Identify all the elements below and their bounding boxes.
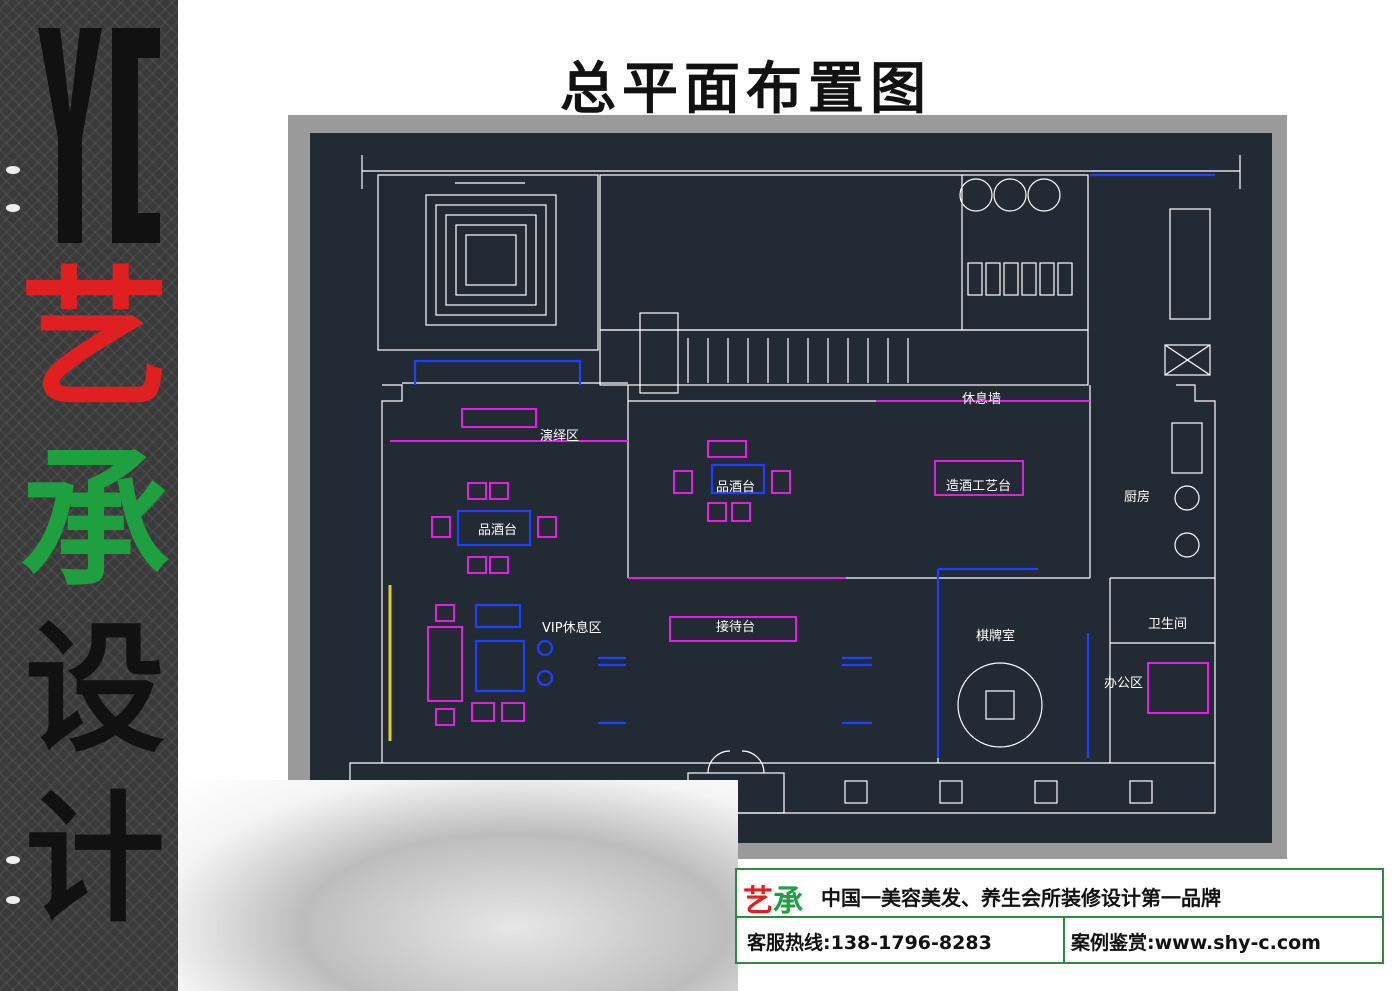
label-tasting-table-center: 品酒台 — [716, 480, 756, 495]
floor-plan-linework — [349, 155, 1241, 814]
label-performance-area: 演绎区 — [540, 429, 580, 444]
binder-hole — [6, 896, 20, 904]
label-kitchen: 厨房 — [1124, 490, 1151, 505]
brand-char-ji: 计 — [24, 778, 165, 942]
binder-hole — [6, 166, 20, 174]
case-view-link[interactable]: 案例鉴赏:www.shy-c.com — [1071, 932, 1321, 954]
label-vip-lounge: VIP休息区 — [542, 621, 602, 636]
binder-hole — [6, 204, 20, 212]
banner-top-row: 艺承 中国一美容美发、养生会所装修设计第一品牌 — [737, 870, 1382, 919]
floor-plan-drawing: 演绎区 品酒台 品酒台 VIP休息区 接待台 休息墙 造酒工艺台 厨房 棋牌室 … — [310, 133, 1272, 843]
banner-bottom-row: 客服热线:138-1796-8283 案例鉴赏:www.shy-c.com — [737, 918, 1382, 962]
banner-logo: 艺承 — [743, 884, 803, 919]
label-restroom: 卫生间 — [1148, 617, 1188, 632]
banner-divider — [1063, 918, 1065, 962]
label-chess-room: 棋牌室 — [976, 629, 1016, 644]
binder-hole — [6, 856, 20, 864]
brand-sidebar: 艺 承 设 计 — [0, 0, 178, 991]
brand-char-she: 设 — [24, 608, 165, 772]
label-tasting-table-left: 品酒台 — [478, 523, 518, 538]
label-reception: 接待台 — [716, 620, 756, 635]
label-office: 办公区 — [1104, 676, 1144, 691]
brand-banner: 艺承 中国一美容美发、养生会所装修设计第一品牌 客服热线:138-1796-82… — [735, 868, 1384, 964]
brand-char-cheng: 承 — [20, 432, 171, 608]
banner-slogan: 中国一美容美发、养生会所装修设计第一品牌 — [821, 886, 1221, 910]
brand-char-yi: 艺 — [20, 252, 171, 428]
page-title: 总平面布置图 — [560, 57, 932, 122]
calligraphy-brush-image — [178, 780, 738, 991]
hotline-text: 客服热线:138-1796-8283 — [747, 932, 992, 954]
label-lounge-wall: 休息墙 — [962, 392, 1002, 407]
yc-logo-mark — [38, 28, 160, 243]
label-winemaking-table: 造酒工艺台 — [946, 479, 1012, 494]
